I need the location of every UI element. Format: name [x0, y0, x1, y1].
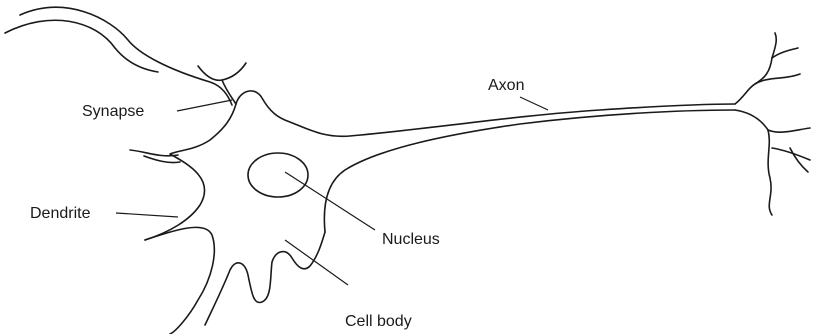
- axon-leader: [520, 97, 548, 110]
- nucleus-shape: [248, 153, 308, 197]
- synapse-label: Synapse: [82, 103, 144, 120]
- soma-lower-lobes: [205, 232, 325, 325]
- dendrite-label: Dendrite: [30, 205, 91, 222]
- axon-terminal-upper: [735, 33, 776, 104]
- upper-left-dendrite: [5, 20, 158, 72]
- axon-label: Axon: [488, 77, 524, 94]
- axon-terminal-twig-4: [790, 148, 808, 172]
- axon-terminal-lower: [768, 130, 772, 215]
- synapse-leader: [177, 100, 232, 111]
- axon-terminal-twig-2: [772, 48, 798, 58]
- cell-body-label: Cell body: [345, 313, 412, 330]
- nucleus-leader: [285, 172, 375, 230]
- lower-left-dendrite: [145, 227, 214, 334]
- upper-left-dendrite-inner: [20, 7, 232, 105]
- nucleus-label: Nucleus: [382, 231, 440, 248]
- soma-left-edge: [145, 104, 236, 240]
- dendrite-leader: [116, 213, 178, 217]
- axon-terminal-mid: [735, 110, 810, 132]
- top-dendrite-branch: [198, 63, 246, 80]
- soma-lower-edge: [324, 110, 735, 232]
